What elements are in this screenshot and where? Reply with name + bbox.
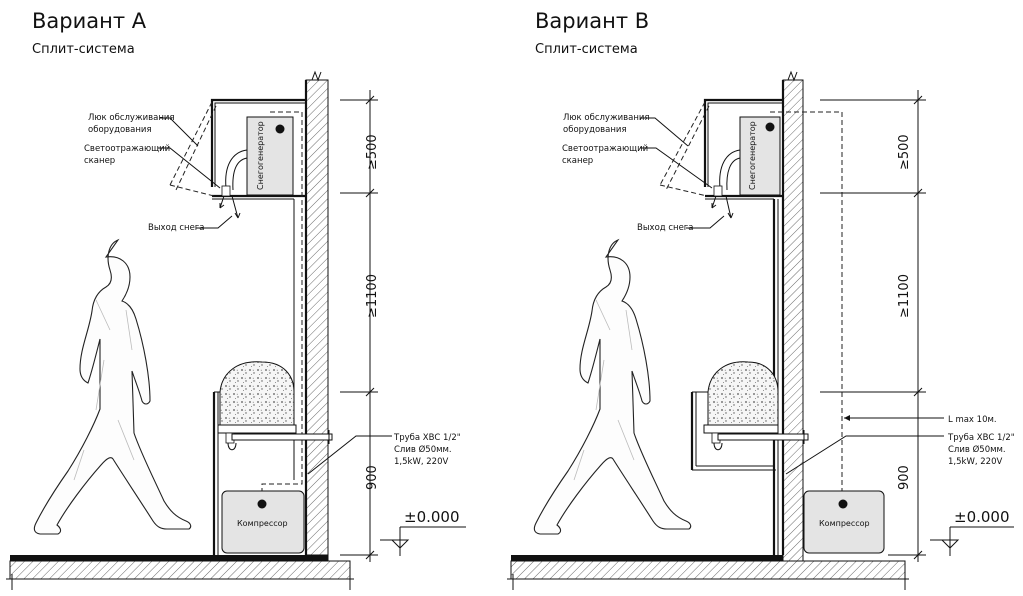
variant-b-scanner-label-1: Светоотражающий bbox=[562, 144, 648, 154]
variant-a-wall bbox=[305, 79, 329, 556]
variant-a-pipe-label-2: Слив Ø50мм. bbox=[394, 444, 452, 455]
variant-a-floor-slab bbox=[10, 555, 328, 561]
variant-a-scanner-label-2: сканер bbox=[84, 156, 115, 166]
variant-a-panel: Вариант A Сплит-система Снегогенератор bbox=[6, 9, 466, 590]
variant-b-compressor-label: Компрессор bbox=[819, 519, 870, 528]
variant-b-wall bbox=[782, 79, 804, 562]
variant-a-compressor-label: Компрессор bbox=[237, 519, 288, 528]
variant-a-dim-1100: ≥1100 bbox=[365, 274, 380, 318]
variant-b-generator-port bbox=[765, 122, 775, 132]
variant-a-title: Вариант A bbox=[32, 9, 147, 33]
variant-b-lmax-label: L max 10м. bbox=[948, 415, 997, 425]
variant-b-compressor-port bbox=[838, 499, 848, 509]
variant-a-snow-exit-label: Выход снега bbox=[148, 223, 205, 233]
variant-b-subtitle: Сплит-система bbox=[535, 42, 638, 57]
variant-a-pipe-label-1: Труба ХВС 1/2" bbox=[393, 433, 461, 443]
variant-a-scanner-label-1: Светоотражающий bbox=[84, 144, 170, 154]
variant-b-scanner-label-2: сканер bbox=[562, 156, 593, 166]
variant-b-sauna-stones bbox=[707, 361, 779, 426]
variant-a-dim-900: 900 bbox=[365, 465, 380, 490]
variant-a-pipe-label-3: 1,5kW, 220V bbox=[394, 457, 448, 467]
variant-a-dim-500: ≥500 bbox=[365, 134, 380, 170]
variant-b-level-mark: ±0.000 bbox=[954, 508, 1010, 526]
variant-b-pipe-label-3: 1,5kW, 220V bbox=[948, 457, 1002, 467]
variant-a-hatch-label-2: оборудования bbox=[88, 125, 152, 135]
variant-b-dim-1100: ≥1100 bbox=[897, 274, 912, 318]
variant-b-dim-500: ≥500 bbox=[897, 134, 912, 170]
variant-a-generator-label: Снегогенератор bbox=[256, 121, 265, 190]
variant-b-pipe-label-2: Слив Ø50мм. bbox=[948, 444, 1006, 455]
variant-b-compressor bbox=[803, 490, 885, 554]
variant-a-hatch-label-1: Люк обслуживания bbox=[88, 113, 175, 123]
variant-a-generator-port bbox=[275, 124, 285, 134]
variant-b-service-hatch bbox=[659, 101, 706, 186]
variant-b-panel: Вариант B Сплит-система Снегогенератор bbox=[507, 9, 1015, 590]
variant-b-floor-hatch bbox=[510, 560, 906, 580]
variant-a-floor-hatch bbox=[9, 560, 351, 580]
variant-a-water-pipe bbox=[231, 433, 333, 441]
variant-a-refrigerant-line bbox=[261, 111, 303, 500]
variant-b-floor-slab bbox=[511, 555, 783, 561]
variant-b-dim-900: 900 bbox=[897, 465, 912, 490]
variant-b-hatch-label-2: оборудования bbox=[563, 125, 627, 135]
variant-a-level-mark: ±0.000 bbox=[404, 508, 460, 526]
variant-b-person-figure bbox=[533, 239, 692, 535]
variant-b-title: Вариант B bbox=[535, 9, 649, 33]
variant-a-service-hatch bbox=[169, 101, 213, 186]
variant-b-generator-label: Снегогенератор bbox=[748, 121, 757, 190]
variant-a-sauna-stones bbox=[219, 361, 295, 426]
variant-a-snow-generator bbox=[246, 116, 294, 196]
variant-b-refrigerant-line bbox=[770, 111, 843, 500]
variant-a-compressor-port bbox=[257, 499, 267, 509]
variant-a-person-figure bbox=[33, 239, 192, 535]
variant-a-subtitle: Сплит-система bbox=[32, 42, 135, 57]
variant-b-snow-exit-label: Выход снега bbox=[637, 223, 694, 233]
variant-b-hatch-label-1: Люк обслуживания bbox=[563, 113, 650, 123]
variant-a-compressor bbox=[221, 490, 305, 554]
variant-b-pipe-label-1: Труба ХВС 1/2" bbox=[947, 433, 1015, 443]
variant-b-water-pipe bbox=[717, 433, 809, 441]
